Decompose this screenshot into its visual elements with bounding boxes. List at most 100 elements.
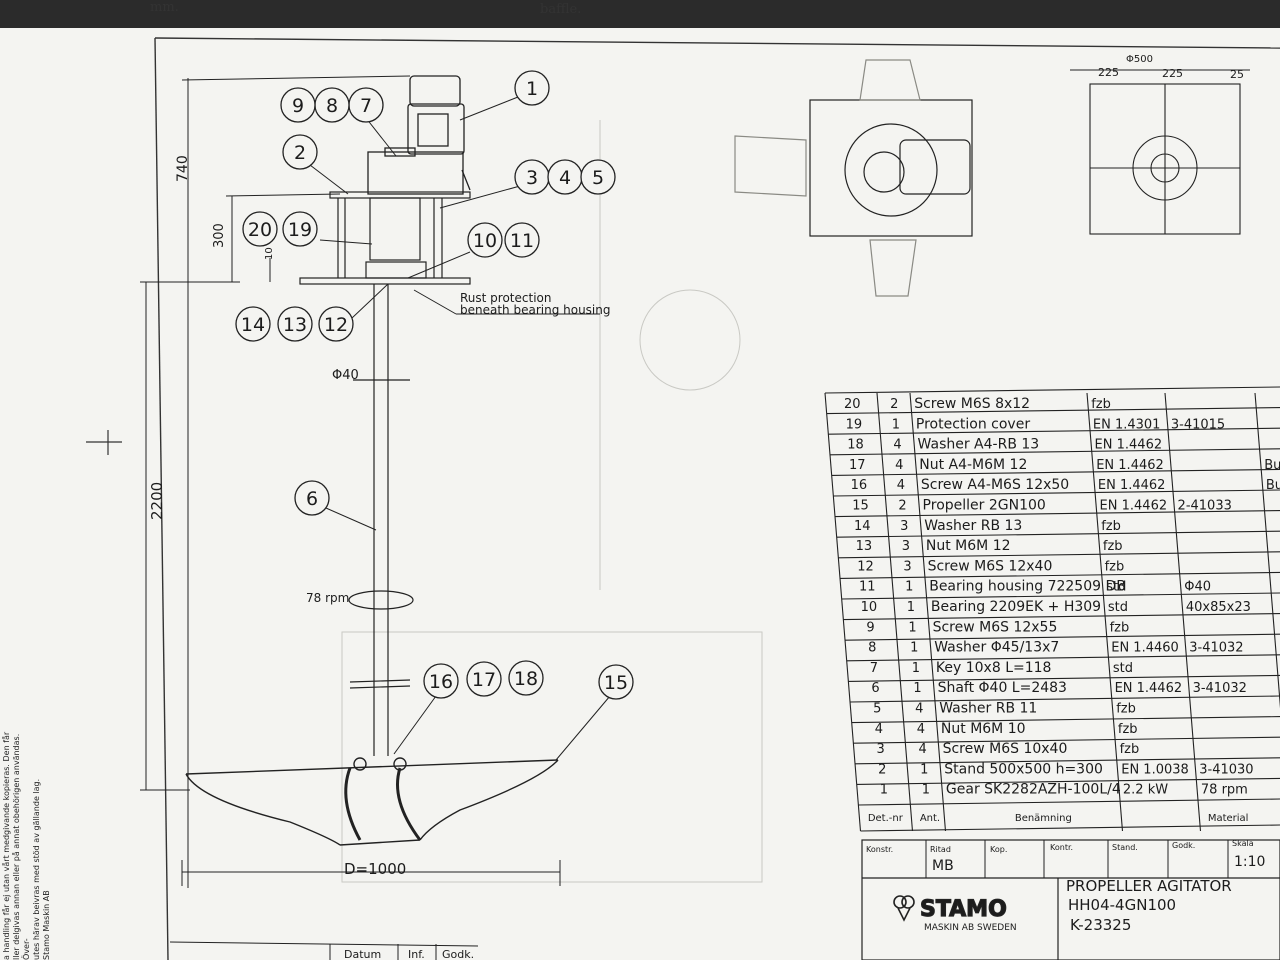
balloon-label-20: 20 (248, 219, 272, 241)
balloon-label-12: 12 (324, 314, 348, 336)
part-14-ant: 3 (900, 519, 908, 534)
part-17-ant: 4 (895, 458, 903, 473)
dim-upper-height-label: 740 (175, 155, 191, 182)
part-9-ant: 1 (908, 620, 916, 635)
part-8-ref: 3-41032 (1189, 641, 1243, 656)
part-15-name: Propeller 2GN100 (923, 498, 1046, 514)
balloon-label-8: 8 (326, 95, 338, 117)
part-14-mat: fzb (1101, 519, 1121, 534)
part-16-nr: 16 (851, 478, 868, 493)
part-17-nr: 17 (849, 458, 866, 473)
part-12-mat: fzb (1105, 559, 1125, 574)
part-6-name: Shaft Φ40 L=2483 (938, 680, 1067, 696)
balloon-label-10: 10 (473, 230, 497, 252)
part-5-mat: fzb (1116, 702, 1136, 717)
parts-header-material: Material (1208, 813, 1249, 824)
tb-kop: Kop. (990, 845, 1007, 854)
dim-shaft-diameter: Φ40 (332, 368, 359, 383)
parts-header-det-nr: Det.-nr (868, 813, 904, 824)
part-7-name: Key 10x8 L=118 (936, 660, 1052, 676)
stand (299, 191, 471, 285)
part-9-nr: 9 (866, 620, 874, 635)
part-15-ref: 2-41033 (1178, 499, 1232, 514)
balloon-label-14: 14 (241, 314, 265, 336)
dim-plate-edge: 25 (1230, 68, 1244, 81)
dim-propeller-diameter: D=1000 (344, 860, 406, 878)
part-17-mat: EN 1.4462 (1096, 458, 1164, 473)
rotation-arrow (348, 590, 414, 610)
dim-total-height-label: 2200 (148, 482, 166, 520)
tb-skala-value: 1:10 (1234, 854, 1265, 870)
tb-title: PROPELLER AGITATOR (1066, 877, 1232, 895)
part-19-ref: 3-41015 (1171, 417, 1225, 432)
balloon-label-5: 5 (592, 167, 604, 189)
part-19-nr: 19 (846, 417, 863, 432)
revision-header: Datum Inf. Godk. (169, 941, 479, 960)
part-4-mat: fzb (1118, 722, 1138, 737)
part-3-nr: 3 (876, 742, 884, 757)
part-8-name: Washer Φ45/13x7 (934, 640, 1059, 656)
part-6-ref: 3-41032 (1193, 681, 1247, 696)
tb-stand: Stand. (1112, 843, 1138, 852)
part-8-ant: 1 (910, 641, 918, 656)
tb-ritad: Ritad (930, 845, 951, 854)
part-4-nr: 4 (875, 722, 883, 737)
part-11-mat: std (1106, 580, 1126, 595)
tb-ritad-value: MB (932, 858, 954, 874)
dim-plate-left: 225 (1098, 66, 1119, 79)
balloon-1 (514, 70, 550, 106)
part-12-ant: 3 (903, 559, 911, 574)
part-6-nr: 6 (871, 681, 879, 696)
part-3-mat: fzb (1120, 742, 1140, 757)
part-18-mat: EN 1.4462 (1095, 438, 1163, 453)
balloon-label-3: 3 (526, 167, 538, 189)
part-5-name: Washer RB 11 (939, 701, 1037, 717)
part-13-ant: 3 (902, 539, 910, 554)
part-2-ant: 1 (920, 762, 928, 777)
part-13-mat: fzb (1103, 539, 1123, 554)
part-2-name: Stand 500x500 h=300 (944, 761, 1103, 777)
part-20-name: Screw M6S 8x12 (914, 396, 1030, 412)
balloon-label-1: 1 (526, 78, 538, 100)
page-top-left-text: mm. (150, 0, 179, 15)
tb-model: HH04-4GN100 (1068, 896, 1176, 914)
part-11-ant: 1 (905, 580, 913, 595)
dim-plate-right: 225 (1162, 67, 1183, 80)
balloon-15 (598, 664, 634, 700)
tb-skala: Skala (1232, 839, 1254, 848)
part-8-mat: EN 1.4460 (1111, 641, 1179, 656)
part-20-mat: fzb (1091, 397, 1111, 412)
part-18-nr: 18 (847, 438, 864, 453)
part-6-ant: 1 (913, 681, 921, 696)
dim-offset-label: 10 (264, 247, 275, 260)
balloon-18 (508, 660, 544, 696)
dim-total-height (140, 75, 411, 888)
part-11-name: Bearing housing 722509 DB (929, 579, 1126, 595)
part-10-nr: 10 (861, 600, 878, 615)
parts-header-ant: Ant. (920, 813, 940, 824)
balloon-label-15: 15 (604, 672, 628, 694)
balloon-label-16: 16 (429, 671, 453, 693)
part-9-name: Screw M6S 12x55 (933, 619, 1058, 635)
part-16-ant: 4 (897, 478, 905, 493)
part-1-name: Gear SK2282AZH-100L/4 (946, 782, 1121, 798)
rev-inf: Inf. (408, 948, 425, 960)
balloon-16 (423, 663, 459, 699)
part-6-mat: EN 1.4462 (1115, 681, 1183, 696)
part-9-mat: fzb (1110, 620, 1130, 635)
note-rust-line2: beneath bearing housing (460, 303, 611, 317)
part-10-name: Bearing 2209EK + H309 (931, 599, 1101, 615)
balloon-label-13: 13 (283, 314, 307, 336)
part-7-nr: 7 (870, 661, 878, 676)
tb-konstr: Konstr. (866, 845, 893, 854)
part-12-nr: 12 (857, 559, 874, 574)
part-1-nr: 1 (880, 783, 888, 798)
part-11-ref: Φ40 (1184, 580, 1211, 595)
part-16-dim: Bum (1266, 478, 1280, 493)
part-4-ant: 4 (917, 722, 925, 737)
stamo-logo-icon (893, 895, 915, 922)
part-7-ant: 1 (912, 661, 920, 676)
balloon-14 (235, 306, 271, 342)
tb-drawing-no: K-23325 (1070, 916, 1131, 934)
balloon-label-6: 6 (306, 488, 318, 510)
